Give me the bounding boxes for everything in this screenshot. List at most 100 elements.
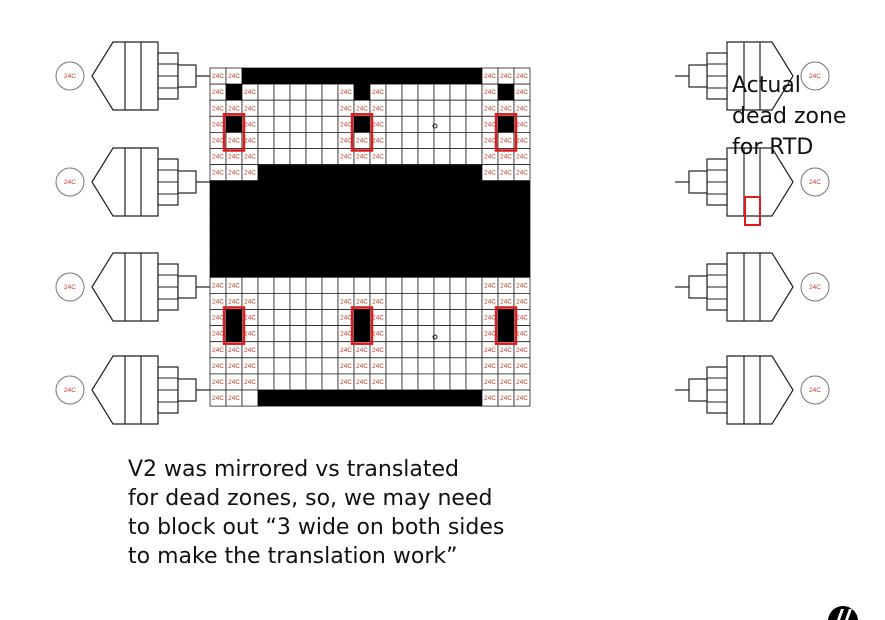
cell-label: 24C — [356, 363, 368, 370]
cell-label: 24C — [500, 105, 512, 112]
grid-cell — [417, 115, 435, 133]
blocked-cell — [498, 84, 514, 101]
cell-label: 24C — [340, 154, 352, 161]
grid-cell — [465, 357, 483, 375]
grid-cell — [321, 276, 339, 294]
grid-cell — [289, 325, 307, 343]
grid-cell — [289, 292, 307, 310]
cell-label: 24C — [340, 298, 352, 305]
grid-cell — [353, 276, 371, 294]
grid-cell — [385, 341, 403, 359]
grid-cell — [321, 309, 339, 327]
cell-label: 24C — [516, 315, 528, 322]
grid-cell — [289, 341, 307, 359]
blocked-center-block — [210, 180, 530, 278]
cell-label: 24C — [516, 137, 528, 144]
note-line-1: Actual — [732, 73, 801, 98]
grid-cell — [465, 99, 483, 117]
grid-cell — [465, 83, 483, 101]
grid-cell — [305, 309, 323, 327]
grid-cell — [385, 292, 403, 310]
grid-cell — [385, 99, 403, 117]
grid-cell — [305, 325, 323, 343]
cell-label: 24C — [228, 170, 240, 177]
cell-label: 24C — [500, 379, 512, 386]
cell-label: 24C — [212, 154, 224, 161]
cell-label: 24C — [484, 73, 496, 80]
cell-label: 24C — [244, 105, 256, 112]
sensor-label: 24C — [64, 179, 76, 186]
cell-label: 24C — [372, 105, 384, 112]
cell-label: 24C — [356, 154, 368, 161]
grid-cell — [401, 115, 419, 133]
grid-cell — [321, 341, 339, 359]
grid-cell — [465, 115, 483, 133]
grid-cell — [433, 148, 451, 166]
grid-cell — [337, 276, 355, 294]
cell-label: 24C — [340, 137, 352, 144]
grid-cell — [401, 325, 419, 343]
grid-cell — [257, 341, 275, 359]
cell-label: 24C — [500, 282, 512, 289]
grid-cell — [257, 115, 275, 133]
cell-label: 24C — [244, 347, 256, 354]
blocked-cell-pair — [498, 309, 514, 342]
grid-cell — [257, 309, 275, 327]
cell-label: 24C — [516, 89, 528, 96]
connector-cap — [688, 170, 708, 194]
cell-label: 24C — [340, 379, 352, 386]
blocked-regions — [210, 68, 530, 407]
grid-cell — [273, 276, 291, 294]
grid-cell — [321, 131, 339, 149]
blocked-cell — [498, 116, 514, 133]
dead-zone-outline-bottom — [222, 306, 246, 345]
grid-cell — [417, 325, 435, 343]
connector-cap — [177, 275, 197, 299]
cell-label: 24C — [244, 154, 256, 161]
cell-label: 24C — [212, 170, 224, 177]
grid-cell — [273, 131, 291, 149]
blocked-bottom-bar — [258, 390, 482, 407]
nozzle-connector-right: 24C — [675, 252, 830, 322]
blocked-cell — [226, 116, 242, 133]
cell-label: 24C — [516, 298, 528, 305]
grid-cell — [433, 341, 451, 359]
grid-cell — [401, 276, 419, 294]
grid-cell — [401, 357, 419, 375]
cell-label: 24C — [516, 331, 528, 338]
grid-cell — [385, 83, 403, 101]
cell-label: 24C — [228, 363, 240, 370]
cell-label: 24C — [228, 73, 240, 80]
grid-cell — [321, 325, 339, 343]
blocked-cell-pair — [354, 309, 370, 342]
cell-label: 24C — [484, 121, 496, 128]
cell-label: 24C — [356, 347, 368, 354]
cell-label: 24C — [484, 298, 496, 305]
cell-label: 24C — [340, 121, 352, 128]
nozzle-connector-right: 24C — [675, 147, 830, 217]
sensor-circle — [800, 167, 830, 197]
cell-label: 24C — [228, 282, 240, 289]
cell-label: 24C — [500, 347, 512, 354]
cell-label: 24C — [516, 170, 528, 177]
cell-label: 24C — [244, 379, 256, 386]
grid-cell — [417, 309, 435, 327]
cell-label: 24C — [212, 105, 224, 112]
grid-cell — [321, 148, 339, 166]
cell-label: 24C — [212, 315, 224, 322]
cell-label: 24C — [516, 73, 528, 80]
dead-zone-note: Actual dead zone for RTD — [732, 70, 846, 163]
cell-label: 24C — [356, 379, 368, 386]
blocked-cell-pair — [226, 309, 242, 342]
cell-label: 24C — [372, 121, 384, 128]
sensor-circle — [800, 272, 830, 302]
cell-label: 24C — [212, 363, 224, 370]
grid-cell — [257, 357, 275, 375]
grid-cell — [241, 389, 259, 407]
cell-label: 24C — [356, 298, 368, 305]
grid-cell — [257, 292, 275, 310]
grid-cell — [305, 115, 323, 133]
sensor-circle — [55, 61, 85, 91]
cell-label: 24C — [500, 137, 512, 144]
grid-marker-dot — [432, 123, 438, 129]
